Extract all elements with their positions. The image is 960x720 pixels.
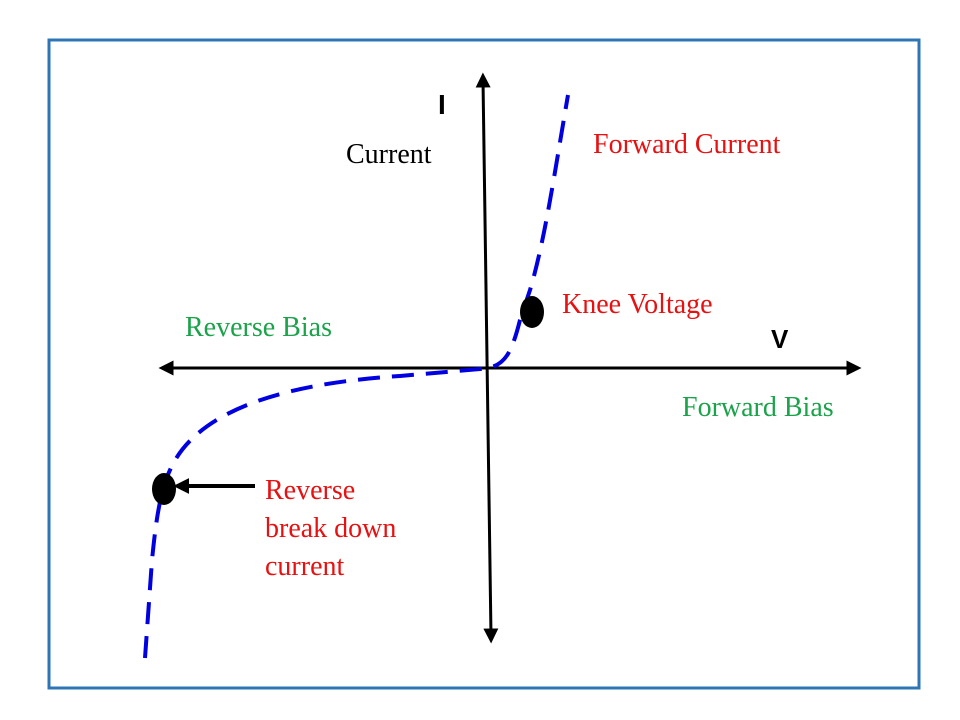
y-axis-label: Current [346,139,432,170]
reverse-breakdown-label-line-2: break down [265,513,396,544]
knee-voltage-label: Knee Voltage [562,289,713,320]
y-axis-symbol: I [438,89,446,120]
iv-characteristic-curve [143,94,570,659]
reverse-breakdown-label-line-1: Reverse [265,475,355,506]
forward-bias-label: Forward Bias [682,392,834,423]
reverse-bias-label: Reverse Bias [185,312,332,343]
diagram-frame [47,38,921,690]
x-axis-symbol: V [771,324,789,354]
knee-voltage-marker [520,296,544,328]
reverse-breakdown-label-line-3: current [265,551,345,582]
forward-current-label: Forward Current [593,129,781,160]
breakdown-marker [152,473,176,505]
current-axis [475,72,499,644]
